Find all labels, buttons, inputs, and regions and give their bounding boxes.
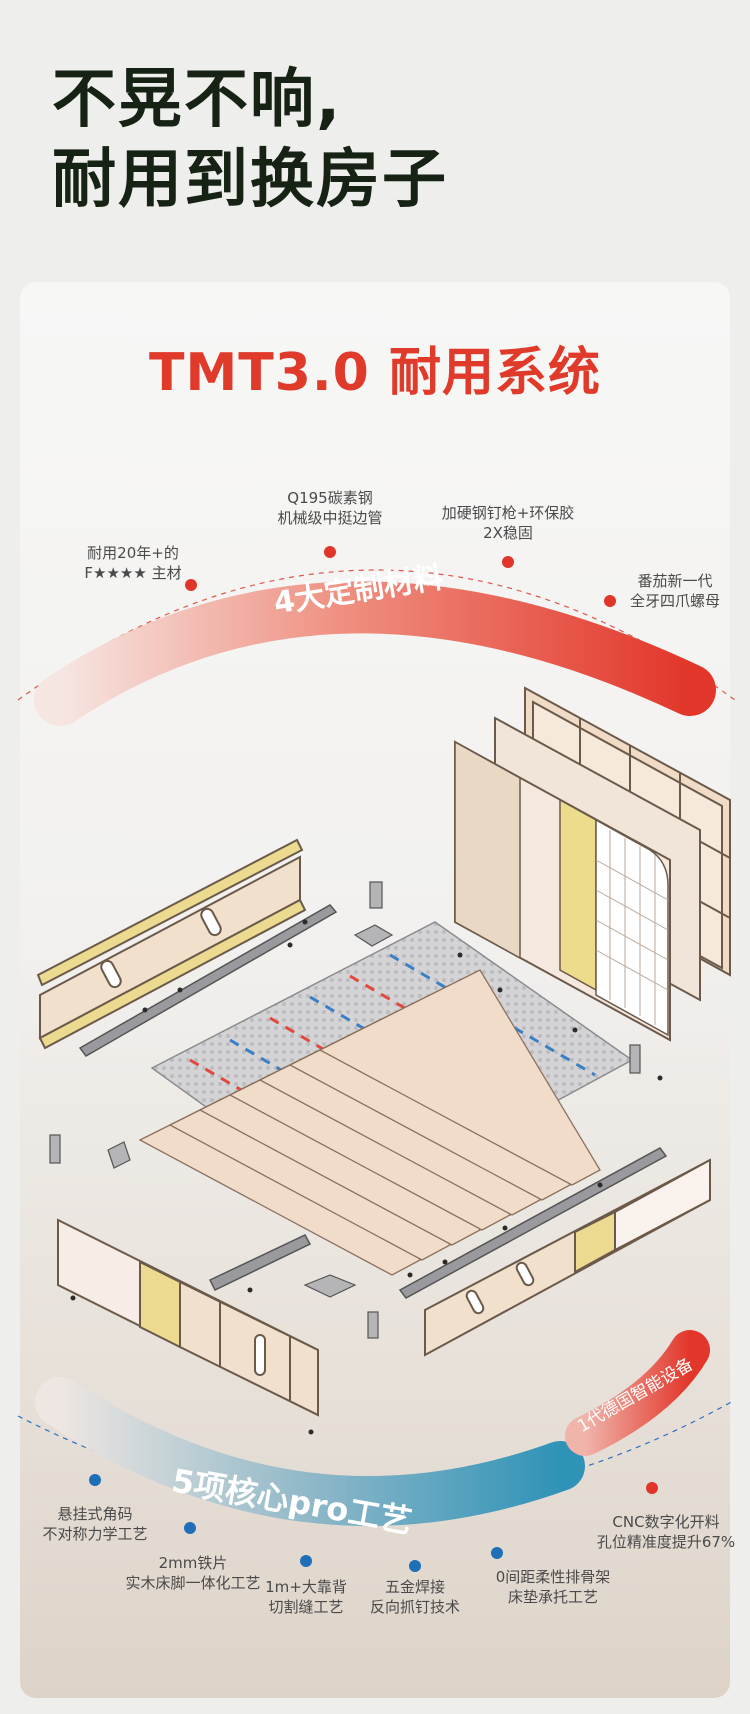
footboard xyxy=(57,1218,319,1417)
material-dot-2 xyxy=(324,546,336,558)
material-dot-3 xyxy=(502,556,514,568)
headline: 不晃不响, 耐用到换房子 xyxy=(52,60,448,220)
craft-dot-3 xyxy=(300,1555,312,1567)
headboard-cushion xyxy=(454,740,671,1042)
material-dot-4 xyxy=(604,595,616,607)
craft-label-6: CNC数字化开料 孔位精准度提升67% xyxy=(596,1513,736,1551)
material-label-2: Q195碳素钢 机械级中挺边管 xyxy=(277,489,383,527)
right-side-rail xyxy=(424,1158,711,1357)
craft-label-3: 1m+大靠背 切割缝工艺 xyxy=(265,1578,347,1616)
left-side-rail xyxy=(36,838,307,1050)
craft-label-2: 2mm铁片 实木床脚一体化工艺 xyxy=(125,1554,261,1592)
craft-label-5: 0间距柔性排骨架 床垫承托工艺 xyxy=(495,1568,611,1606)
craft-dot-4 xyxy=(409,1560,421,1572)
craft-label-1: 悬挂式角码 不对称力学工艺 xyxy=(42,1505,148,1543)
craft-dot-5 xyxy=(491,1547,503,1559)
metal-brackets xyxy=(49,881,641,1339)
screws xyxy=(70,919,663,1435)
crafts-banner-band xyxy=(35,1377,585,1527)
wooden-slats xyxy=(138,969,601,1276)
material-label-1: 耐用20年+的 F★★★★ 主材 xyxy=(84,544,182,582)
craft-dot-6 xyxy=(646,1482,658,1494)
mesh-stripes xyxy=(189,953,596,1182)
center-steel-beam xyxy=(208,1234,312,1291)
device-badge-band xyxy=(565,1330,710,1456)
material-label-4: 番茄新一代 全牙四爪螺母 xyxy=(629,572,720,610)
craft-dot-1 xyxy=(89,1474,101,1486)
card-title: TMT3.0 耐用系统 xyxy=(149,343,601,403)
left-steel-rail xyxy=(78,904,338,1057)
craft-label-4: 五金焊接 反向抓钉技术 xyxy=(369,1578,460,1616)
material-dot-1 xyxy=(185,579,197,591)
headline-line-1: 不晃不响, xyxy=(52,63,343,137)
material-label-3: 加硬钢钉枪+环保胶 2X稳固 xyxy=(441,504,575,542)
materials-banner-band xyxy=(34,581,716,726)
craft-dot-2 xyxy=(184,1522,196,1534)
headline-line-2: 耐用到换房子 xyxy=(52,143,448,217)
